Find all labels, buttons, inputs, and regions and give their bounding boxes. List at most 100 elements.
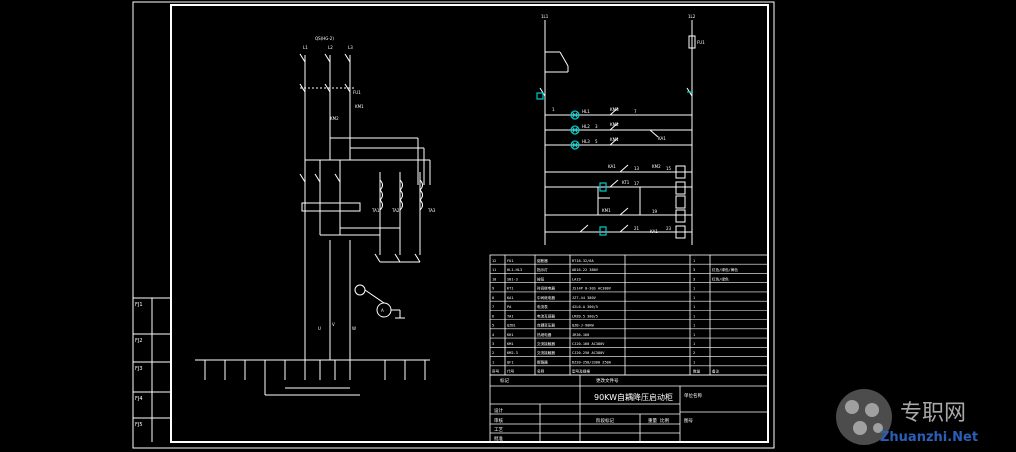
power-circuit [195, 53, 431, 396]
power-labels: QS(HG-2) L1 L2 L3 FU1 KM1 KM2 TA1 TA2 TA… [303, 36, 436, 331]
ctrl-top-left: 1L1 [541, 14, 549, 19]
row-lamp-2: HL2 [582, 124, 590, 129]
table-cell: 红色/绿色 [712, 276, 729, 281]
num-10: 23 [666, 226, 672, 231]
qs-label: QS(HG-2) [315, 36, 334, 41]
left-strip-labels: FJ1 FJ2 FJ3 FJ4 FJ5 [135, 302, 143, 428]
table-cell: DZ20-250/3300 250A [572, 360, 612, 364]
table-cell: 4 [492, 333, 494, 337]
watermark-cn: 专职网 [900, 401, 966, 426]
table-cell: 10 [492, 277, 496, 281]
lamp-icon-3 [570, 140, 580, 150]
table-cell: CJ20-160 AC380V [572, 342, 605, 346]
table-cell: 2 [693, 351, 695, 355]
table-cell: KM1 [507, 342, 514, 346]
watermark-en: Zhuanzhi.Net [880, 430, 978, 445]
tb-scale: 比例 [660, 417, 669, 424]
table-cell: LMZ0.5 300/5 [572, 314, 598, 318]
num-8: 19 [652, 209, 658, 214]
table-cell: 5 [492, 324, 494, 328]
num-9: 21 [634, 226, 640, 231]
table-cell: JR36-160 [572, 333, 589, 337]
tb-weight: 重量 [648, 417, 657, 424]
table-cell: 3 [693, 268, 695, 272]
table-cell: 2 [492, 351, 494, 355]
table-cell: KH1 [507, 333, 514, 337]
table-cell: 指示灯 [537, 267, 548, 272]
table-cell: 交流接触器 [537, 350, 555, 355]
num-3: 5 [595, 139, 598, 144]
table-cell: PA [507, 305, 512, 309]
parts-table-grid [489, 254, 769, 376]
km-label-2: KM2 [330, 116, 339, 121]
table-cell: KM2-3 [507, 351, 518, 355]
tb-footer-1: 标记 [500, 377, 509, 384]
table-cell: 电流互感器 [537, 313, 555, 318]
km-label-ka3: KA1 [650, 229, 658, 234]
table-cell: 自耦变压器 [537, 323, 555, 328]
table-cell: 热继电器 [537, 332, 552, 337]
table-cell: 11 [492, 268, 496, 272]
table-cell: 交流接触器 [537, 341, 555, 346]
table-cell: RT18-32/6A [572, 259, 594, 263]
km-label-km2: KM2 [652, 164, 661, 169]
table-cell: 7 [492, 305, 494, 309]
title-block [489, 374, 769, 443]
tb-checker: 审核 [494, 417, 503, 424]
motor-w: W [352, 326, 356, 331]
table-cell: 1 [693, 333, 695, 337]
table-cell: 3 [693, 277, 695, 281]
table-cell: KT1 [507, 287, 514, 291]
table-cell: CJ20-250 AC380V [572, 351, 605, 355]
num-1: 1 [552, 107, 555, 112]
table-cell: 1 [693, 324, 695, 328]
num-6: 15 [666, 166, 672, 171]
km-label-1: KM1 [355, 104, 364, 109]
table-cell: 1 [693, 259, 695, 263]
table-cell: HL1-HL3 [507, 268, 522, 272]
timer-icon [599, 182, 607, 192]
title-block-text: 标记 更改文件号 90KW自耦降压启动柜 单位名称 图号 设计 审核 工艺 批准… [494, 377, 702, 442]
table-cell: 1 [693, 296, 695, 300]
table-cell: SB1-3 [507, 277, 518, 281]
motor-v: V [332, 322, 335, 327]
tb-designer: 设计 [494, 407, 503, 414]
indicator-lamps [536, 91, 693, 236]
tb-approve: 批准 [494, 435, 503, 442]
table-cell: 序号 [492, 369, 500, 374]
lamp-icon-1 [570, 110, 580, 120]
row-km-3: KM1 [610, 137, 619, 142]
table-cell: 1 [693, 314, 695, 318]
table-cell: 型号及规格 [572, 369, 590, 374]
ctrl-fu: FU1 [697, 40, 705, 45]
table-cell: QF1 [507, 360, 514, 364]
lamp-icon-2 [570, 125, 580, 135]
tb-process: 工艺 [494, 427, 503, 433]
table-cell: TA1 [507, 314, 514, 318]
num-7: 17 [634, 181, 640, 186]
table-cell: 1 [492, 360, 494, 364]
ctrl-top-right: 1L2 [688, 14, 696, 19]
button-icon-2 [599, 226, 607, 236]
num-4: 7 [634, 109, 637, 114]
table-cell: 1 [693, 360, 695, 364]
outer-frame [132, 1, 775, 449]
tm-label-1: TA1 [371, 208, 380, 213]
table-cell: 电流表 [537, 304, 548, 309]
l3-label: L3 [348, 45, 353, 50]
num-5: 13 [634, 166, 640, 171]
button-icon-1 [536, 92, 544, 100]
control-circuit [539, 20, 696, 245]
table-cell: KA1 [507, 296, 514, 300]
table-cell: 数量 [693, 369, 701, 374]
km-label-km1: KM1 [602, 208, 611, 213]
table-cell: 中间继电器 [537, 295, 555, 300]
table-cell: 6 [492, 314, 494, 318]
table-cell: 12 [492, 259, 496, 263]
table-cell: 3 [492, 342, 494, 346]
strip-label-3: FJ3 [135, 366, 143, 372]
watermark: 专职网 Zhuanzhi.Net [836, 389, 978, 445]
table-cell: FU1 [507, 259, 514, 263]
table-cell: 备注 [712, 369, 720, 374]
